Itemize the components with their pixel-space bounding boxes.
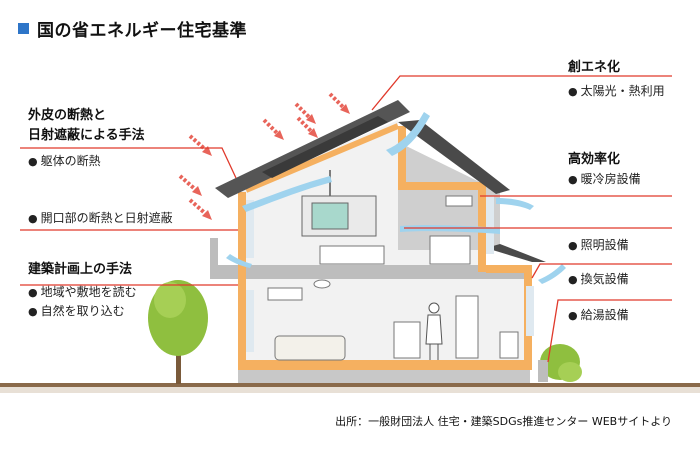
bullet-icon: ● [568,85,578,98]
insulation-lower-right [486,265,530,273]
balcony [210,238,218,278]
envelope-item-1-label: 躯体の断熱 [40,154,101,168]
sink-lower-right [499,331,519,359]
planning-item-1-label: 地域や敷地を読む [40,285,137,299]
mirror-upper [311,202,349,230]
sofa [274,335,346,361]
energy-creation-item-label: 太陽光・熱利用 [580,84,665,98]
bullet-icon: ● [28,212,38,225]
ceiling-light [313,279,331,289]
ground-shadow [0,387,700,393]
insulation-center [398,126,406,186]
efficiency-item-1: ●暖冷房設備 [568,170,641,187]
planning-item-2-label: 自然を取り込む [40,304,125,318]
efficiency-item-2: ●照明設備 [568,236,629,253]
bullet-icon: ● [568,309,578,322]
tree-left [148,280,208,384]
envelope-item-2-label: 開口部の断熱と日射遮蔽 [40,211,173,225]
title-square-icon [18,23,29,34]
efficiency-item-2-label: 照明設備 [580,238,629,252]
fridge [455,295,479,359]
source-caption: 出所：一般財団法人 住宅・建築SDGs推進センター WEBサイトより [335,415,672,428]
energy-creation-title: 創エネ化 [568,60,621,75]
lower-roof [486,244,546,262]
foundation [238,370,530,383]
envelope-item-2: ●開口部の断熱と日射遮蔽 [28,209,173,226]
leader-ventilation [531,263,672,279]
aircon-lower [267,287,303,301]
efficiency-title: 高効率化 [568,152,621,167]
bullet-icon: ● [568,173,578,186]
bullet-icon: ● [568,239,578,252]
bullet-icon: ● [568,273,578,286]
water-heater [538,360,548,382]
ground [0,383,700,387]
leader-hot-water [547,299,672,363]
title-text: 国の省エネルギー住宅基準 [37,21,247,41]
efficiency-item-3: ●換気設備 [568,270,629,287]
window-right [486,196,494,254]
planning-item-1: ●地域や敷地を読む [28,283,137,300]
insulation-center-ceiling [398,182,480,190]
window-lower-right [526,286,534,336]
insulation-left-wall [238,192,246,367]
efficiency-item-4-label: 給湯設備 [580,308,629,322]
kitchen-counter [393,321,421,359]
planning-title: 建築計画上の手法 [28,262,133,277]
efficiency-item-1-label: 暖冷房設備 [580,172,641,186]
energy-creation-item: ●太陽光・熱利用 [568,82,665,99]
envelope-item-1: ●躯体の断熱 [28,152,101,169]
bullet-icon: ● [28,155,38,168]
aircon-upper [445,195,473,207]
leader-energy-creation [371,75,672,111]
person [425,302,443,360]
bullet-icon: ● [28,286,38,299]
envelope-title-line2: 日射遮蔽による手法 [28,128,145,143]
efficiency-item-4: ●給湯設備 [568,306,629,323]
first-floor-slab [238,360,530,370]
bed-upper [319,245,385,265]
page-title: 国の省エネルギー住宅基準 [18,16,247,41]
desk-upper [429,235,471,265]
leader-envelope [20,147,237,179]
bullet-icon: ● [28,305,38,318]
envelope-title-line1: 外皮の断熱と [28,108,107,123]
efficiency-item-3-label: 換気設備 [580,272,629,286]
leader-lines [20,75,672,363]
window-lower-left [246,290,254,352]
solar-panel [262,116,388,178]
window-upper-left [246,200,254,258]
back-roof [398,120,510,194]
insulation-roof [244,123,400,193]
second-floor-slab [210,265,530,279]
planning-item-2: ●自然を取り込む [28,302,125,319]
